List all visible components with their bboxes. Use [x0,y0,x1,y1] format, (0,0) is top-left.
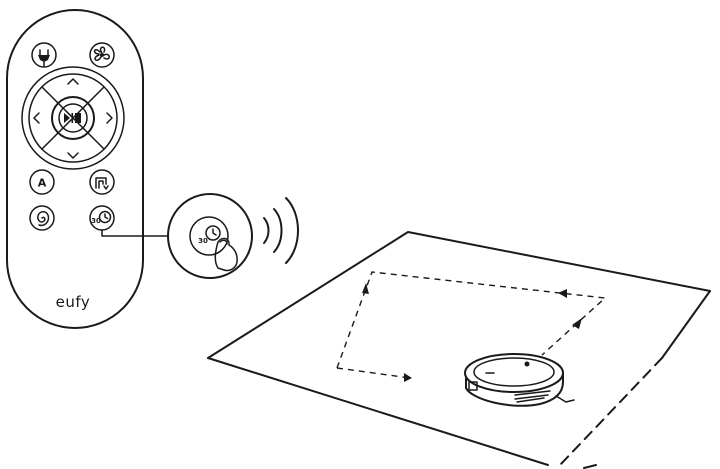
spiral-icon [38,212,49,226]
callout-timer-button [190,217,228,255]
cleaning-path [337,272,605,382]
floor-outline [208,232,710,358]
chevron-right-icon [107,113,112,123]
callout-timer-label: 30 [198,237,208,245]
callout-circle [168,194,252,278]
robot-vacuum [465,354,574,406]
up-arrow-button[interactable] [68,79,78,84]
plug-icon [38,50,50,66]
edge-clean-button[interactable] [90,170,114,194]
remote-control: A 30 eufy [7,10,143,328]
side-brush-icon [556,396,574,402]
down-arrow-button[interactable] [68,153,78,158]
brand-logo-text: eufy [56,293,91,311]
chevron-down-icon [68,153,78,158]
chevron-up-icon [68,79,78,84]
path-line [337,272,605,368]
floor-outline-dashed [560,358,662,465]
suction-button[interactable] [32,43,56,67]
right-arrow-button[interactable] [107,113,112,123]
chevron-left-icon [34,113,39,123]
timer-30-label: 30 [91,217,101,225]
fan-button[interactable] [90,43,114,67]
floor-area [208,232,710,468]
clock-icon [100,212,111,223]
path-arrow-right [404,373,412,382]
robot-sensor [525,362,530,367]
direction-pad [22,67,124,169]
play-pause-icon [64,113,81,123]
signal-waves-icon [264,198,298,263]
callout-clock-icon [206,226,220,240]
auto-letter: A [38,177,47,190]
fan-icon [95,47,110,60]
edge-clean-icon [96,178,108,189]
timer-30-button[interactable]: 30 [90,206,114,230]
auto-button[interactable]: A [30,170,54,194]
path-arrow-left [558,289,567,298]
spot-clean-button[interactable] [30,206,54,230]
play-pause-button[interactable] [52,97,94,139]
left-arrow-button[interactable] [34,113,39,123]
callout-leader-line [102,230,168,236]
timer-callout: 30 [168,194,252,278]
finger-icon [215,238,237,270]
